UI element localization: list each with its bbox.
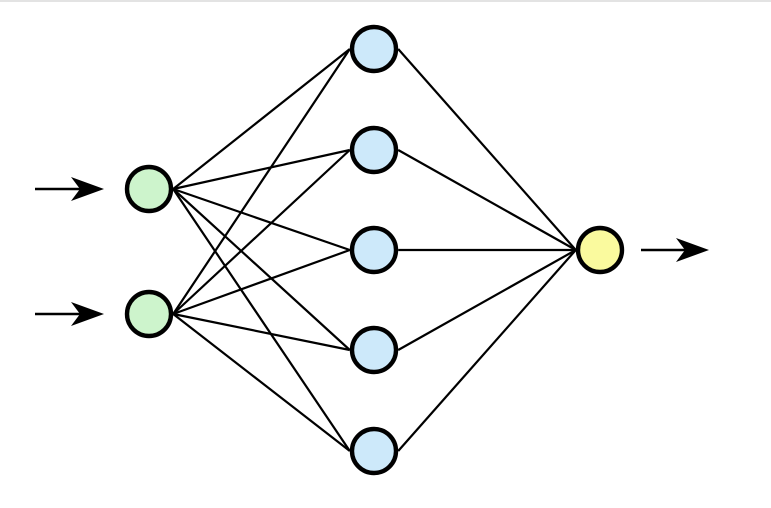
edge-i2-h4 (172, 312, 351, 352)
edge-i2-h1 (172, 48, 351, 315)
input-node-i2 (124, 289, 174, 339)
edge-i1-h5 (172, 188, 351, 452)
input-arrow-2-head-icon (71, 302, 104, 326)
hidden-node-h1 (349, 24, 399, 74)
edge-i2-h2 (172, 149, 351, 315)
hidden-node-h5 (349, 426, 399, 476)
edge-i1-h1 (172, 48, 351, 190)
edge-i2-h5 (172, 313, 351, 452)
hidden-node-h2 (349, 125, 399, 175)
edge-i1-h4 (172, 188, 351, 351)
hidden-node-h3 (349, 225, 399, 275)
edge-i1-h2 (172, 148, 351, 191)
output-node-o1 (575, 225, 625, 275)
hidden-node-h4 (349, 325, 399, 375)
input-node-i1 (124, 164, 174, 214)
edge-h4-o1 (397, 249, 577, 351)
edge-h1-o1 (397, 48, 577, 251)
input-arrow-1-head-icon (71, 177, 104, 201)
edge-i2-h3 (172, 248, 351, 316)
top-border-line (0, 0, 771, 2)
output-arrow-head-icon (676, 238, 709, 262)
edge-h2-o1 (397, 149, 577, 251)
edge-i1-h3 (172, 187, 351, 252)
edge-h5-o1 (397, 249, 577, 452)
